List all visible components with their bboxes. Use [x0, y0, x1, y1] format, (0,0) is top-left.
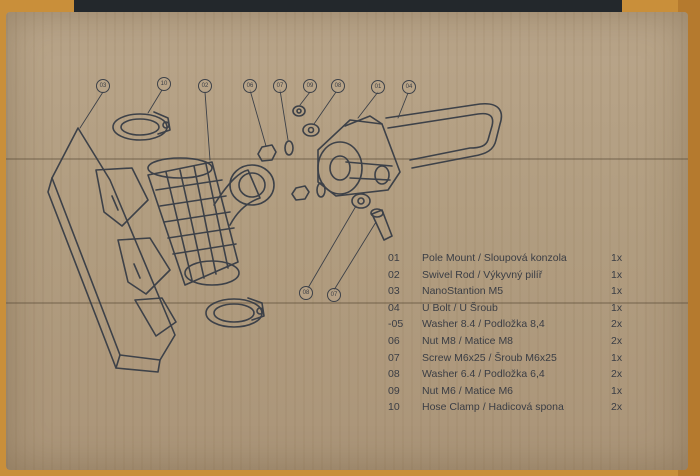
part-name: NanoStantion M5 [422, 285, 504, 298]
part-quantity: 1x [611, 268, 623, 281]
callout-06 [243, 79, 257, 93]
part-number: 02 [388, 268, 400, 281]
parts-list-row: -05 Washer 8.4 / Podložka 8,4 2x [388, 316, 648, 333]
cardboard-box [6, 12, 688, 470]
part-drawing-base-mount [47, 127, 177, 373]
callout-label: 10 [161, 81, 168, 87]
parts-list-row: 03 NanoStantion M5 1x [388, 283, 648, 300]
callout-leader-lines [79, 89, 409, 291]
callout-label: 08 [303, 290, 310, 296]
callout-08-top [331, 79, 345, 93]
part-name: Swivel Rod / Výkyvný pilíř [422, 268, 543, 281]
callout-09 [303, 79, 317, 93]
callout-label: 07 [331, 292, 338, 298]
part-drawing-hose-clamp-upper [112, 111, 171, 141]
callout-label: 07 [277, 83, 284, 89]
callout-label: 06 [247, 83, 254, 89]
part-name: Screw M6x25 / Šroub M6x25 [422, 351, 557, 364]
callout-label: 03 [100, 83, 107, 89]
part-name: Pole Mount / Sloupová konzola [422, 252, 567, 264]
part-quantity: 1x [611, 301, 623, 314]
parts-list-row: 06 Nut M8 / Matice M8 2x [388, 333, 648, 350]
part-quantity: 2x [611, 401, 623, 414]
part-name: U Bolt / U Šroub [422, 301, 498, 314]
part-number: 06 [388, 334, 400, 347]
callout-08-bottom [299, 286, 313, 300]
part-quantity: 2x [611, 334, 623, 347]
callout-label: 09 [307, 83, 314, 89]
callout-07-bottom [327, 288, 341, 302]
part-number: 03 [388, 285, 400, 298]
part-quantity: 1x [611, 351, 623, 364]
callout-07 [273, 79, 287, 93]
box-fold-line-lower [6, 302, 688, 304]
part-number: 07 [388, 351, 400, 364]
parts-list-row: 09 Nut M6 / Matice M6 1x [388, 383, 648, 400]
part-drawing-small-hardware [257, 105, 393, 241]
part-drawing-hose-clamp-lower [205, 297, 265, 328]
part-number: 01 [388, 252, 400, 264]
callout-label: 01 [375, 84, 382, 90]
callout-03 [96, 79, 110, 93]
part-name: Nut M6 / Matice M6 [422, 384, 514, 397]
part-quantity: 1x [611, 252, 623, 264]
part-number: 09 [388, 384, 400, 397]
part-quantity: 2x [611, 318, 623, 331]
part-name: Hose Clamp / Hadicová spona [422, 401, 564, 414]
part-number: 04 [388, 301, 400, 314]
part-number: 10 [388, 401, 400, 414]
callout-label: 02 [202, 83, 209, 89]
callout-02 [198, 79, 212, 93]
parts-list-row: 08 Washer 6.4 / Podložka 6,4 2x [388, 366, 648, 383]
part-name: Washer 6.4 / Podložka 6,4 [422, 368, 545, 381]
callout-04 [402, 80, 416, 94]
parts-list-row: 01 Pole Mount / Sloupová konzola 1x [388, 250, 648, 267]
part-number: 08 [388, 368, 400, 381]
part-drawing-u-bolt [385, 102, 503, 169]
parts-list: 01 Pole Mount / Sloupová konzola 1x 02 S… [388, 250, 648, 416]
part-quantity: 1x [611, 285, 623, 298]
callout-label: 08 [335, 83, 342, 89]
part-number: -05 [388, 318, 404, 331]
callout-10 [157, 77, 171, 91]
callout-label: 04 [406, 84, 413, 90]
part-name: Washer 8.4 / Podložka 8,4 [422, 318, 545, 331]
parts-list-row: 04 U Bolt / U Šroub 1x [388, 300, 648, 317]
parts-list-row: 02 Swivel Rod / Výkyvný pilíř 1x [388, 267, 648, 284]
parts-list-row: 07 Screw M6x25 / Šroub M6x25 1x [388, 350, 648, 367]
part-quantity: 1x [611, 384, 623, 397]
part-drawing-pole-mount [317, 115, 401, 197]
callout-01 [371, 80, 385, 94]
part-name: Nut M8 / Matice M8 [422, 334, 514, 347]
part-quantity: 2x [611, 368, 623, 381]
parts-list-row: 10 Hose Clamp / Hadicová spona 2x [388, 399, 648, 416]
part-drawing-swivel-rod [147, 157, 275, 286]
